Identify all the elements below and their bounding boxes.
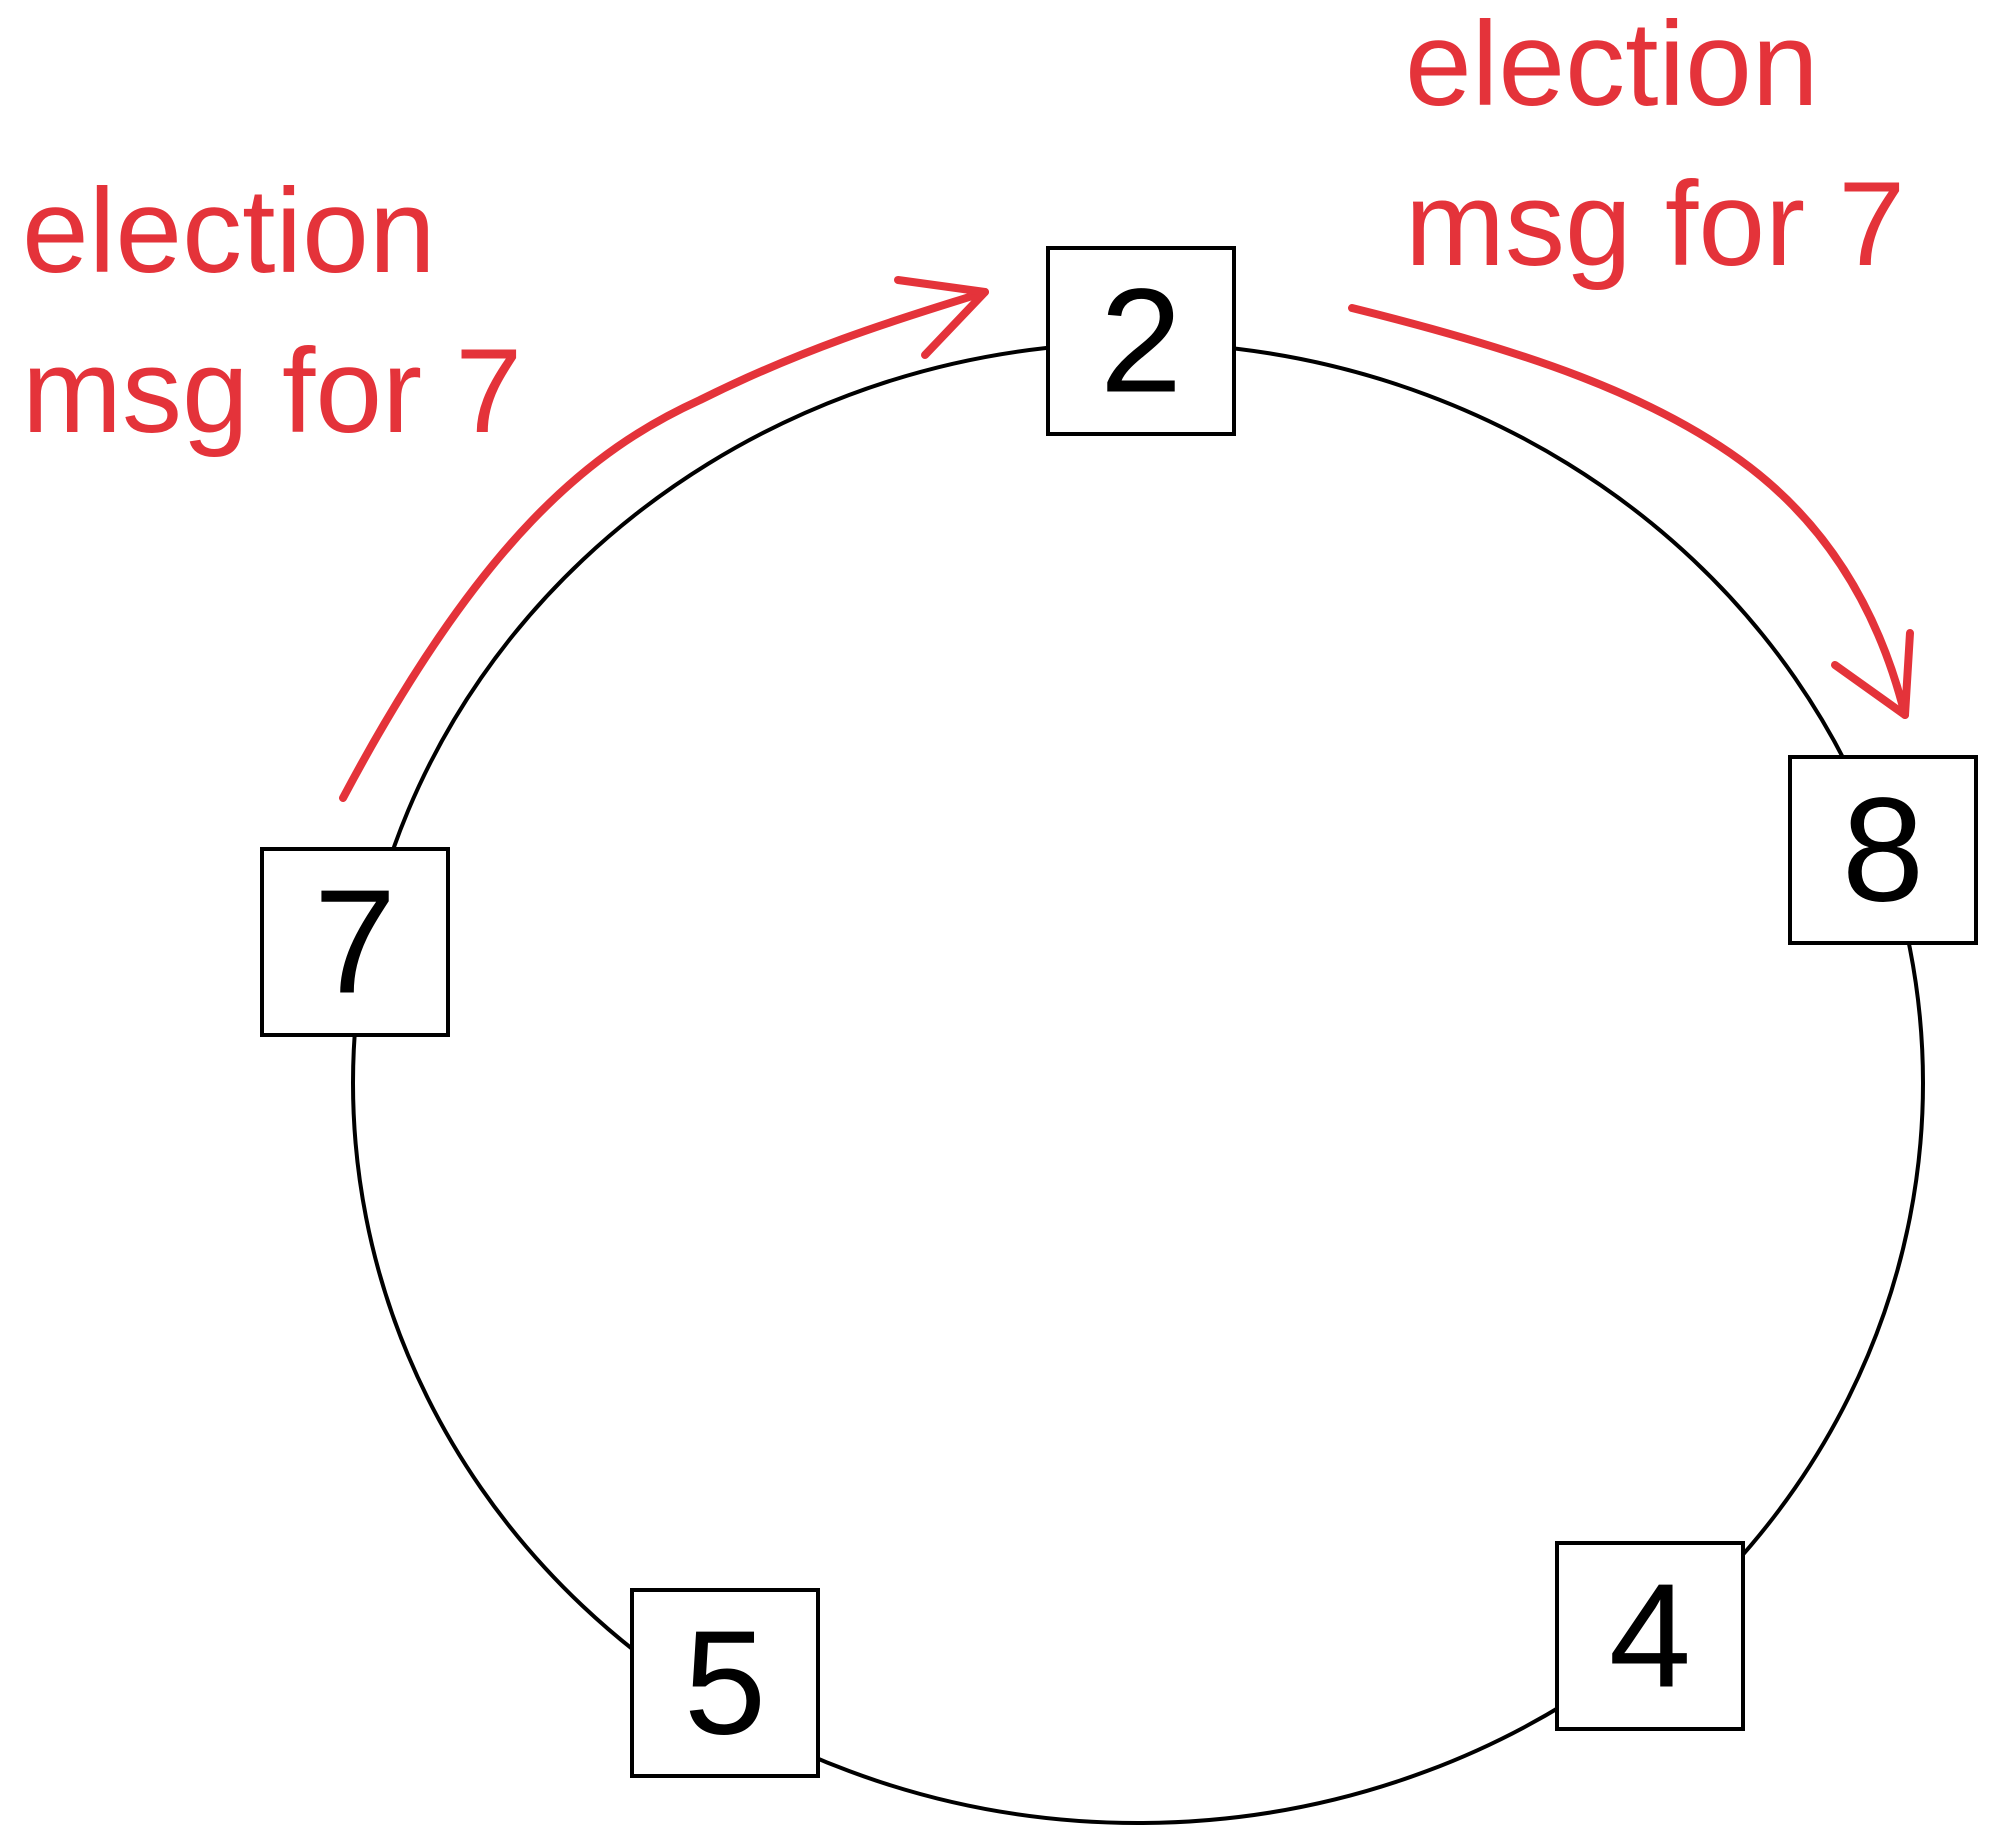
node-2: 2	[1046, 246, 1236, 436]
node-7-box	[260, 847, 450, 1037]
node-4: 4	[1555, 1541, 1745, 1731]
message-label-right-line2: msg for 7	[1405, 157, 1905, 291]
message-arrow-7-to-2	[339, 276, 989, 802]
message-label-left-line2: msg for 7	[22, 324, 522, 458]
node-8-box	[1788, 755, 1978, 945]
arrow-7-to-2-head	[894, 276, 989, 359]
arrow-2-to-8-head	[1831, 629, 1914, 719]
node-8: 8	[1788, 755, 1978, 945]
node-5-box	[630, 1588, 820, 1778]
node-7: 7	[260, 847, 450, 1037]
message-label-left-line1: election	[22, 164, 436, 298]
message-label-right-line1: election	[1405, 0, 1819, 131]
node-2-label: 2	[1100, 259, 1182, 424]
node-4-label: 4	[1609, 1554, 1691, 1719]
node-7-label: 7	[314, 860, 396, 1025]
node-2-box	[1046, 246, 1236, 436]
node-5-label: 5	[684, 1601, 766, 1766]
arrow-7-to-2-curve	[339, 288, 989, 802]
node-8-label: 8	[1842, 768, 1924, 933]
node-5: 5	[630, 1588, 820, 1778]
arrow-2-to-8-curve	[1348, 304, 1909, 719]
message-label-left: election msg for 7	[22, 164, 522, 458]
node-4-box	[1555, 1541, 1745, 1731]
message-label-right: election msg for 7	[1405, 0, 1905, 291]
message-arrow-2-to-8	[1348, 304, 1914, 719]
